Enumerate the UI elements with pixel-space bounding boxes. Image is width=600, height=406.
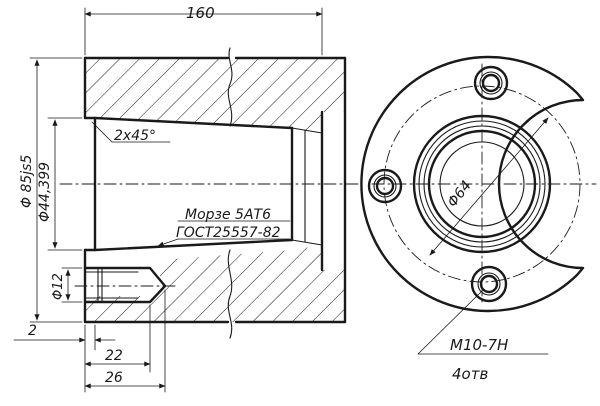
break-line-bottom — [227, 249, 233, 339]
end-view: Φ64 M10-7H 4отв — [360, 55, 597, 383]
dimension-chamfer: 2x45° — [91, 121, 171, 144]
note-morse-taper: Морзе 5АТ6 ГОСТ25557-82 — [157, 207, 291, 247]
dimension-160: 160 — [84, 4, 323, 56]
upper-wall-hatch — [85, 58, 345, 133]
dim-2-label: 2 — [28, 323, 37, 339]
taper-note-line2: ГОСТ25557-82 — [176, 225, 281, 241]
section-view — [59, 47, 361, 339]
hole-count-label: 4отв — [452, 365, 488, 383]
dimension-26: 26 — [84, 289, 166, 393]
dim-outer-diameter-label: Φ 85js5 — [19, 155, 35, 208]
lower-wall-hatch — [85, 245, 345, 322]
taper-note-line1: Морзе 5АТ6 — [185, 207, 271, 223]
dim-thread-diameter-label: Φ12 — [51, 273, 66, 300]
dim-chamfer-label: 2x45° — [114, 128, 156, 144]
dim-22-label: 22 — [105, 348, 123, 364]
dim-pcd-label: Φ64 — [445, 178, 475, 211]
bolt-hole-bottom — [470, 265, 508, 303]
break-line-top — [227, 47, 233, 127]
bolt-hole-left — [367, 168, 403, 204]
dimension-thread-diameter: Φ12 — [51, 267, 83, 303]
dim-bore-diameter-label: Φ44,399 — [37, 162, 53, 222]
dim-26-label: 26 — [105, 370, 123, 386]
dim-160-label: 160 — [186, 4, 215, 22]
dimension-bore-diameter: Φ44,399 — [37, 117, 83, 251]
dimension-2: 2 — [13, 323, 116, 393]
thread-spec-label: M10-7H — [450, 336, 508, 354]
dimension-outer-diameter: Φ 85js5 — [19, 57, 83, 323]
bolt-hole-top — [473, 65, 509, 101]
dimension-22: 22 — [84, 304, 151, 373]
